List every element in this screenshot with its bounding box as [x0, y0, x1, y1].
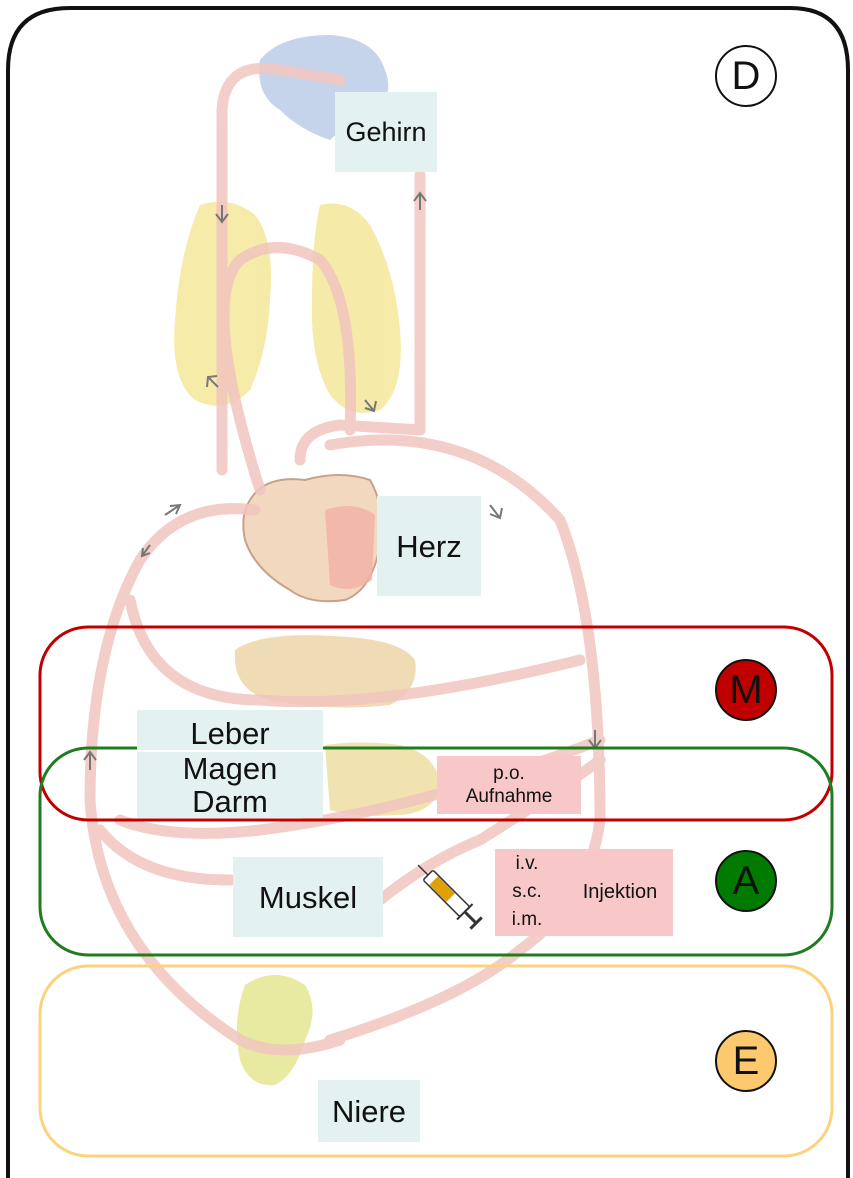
stomach-gut-label: Magen Darm — [137, 752, 323, 818]
elimination-phase-badge: E — [715, 1030, 777, 1092]
injection-type-iv: i.v. — [497, 851, 557, 877]
syringe-icon — [410, 857, 484, 931]
metabolism-phase-badge: M — [715, 659, 777, 721]
heart-illustration — [243, 475, 381, 601]
oral-intake-label: p.o. Aufnahme — [437, 756, 581, 814]
absorption-phase-badge: A — [715, 850, 777, 912]
distribution-phase-badge: D — [715, 45, 777, 107]
muscle-label: Muskel — [233, 857, 383, 937]
kidney-illustration — [237, 975, 313, 1085]
brain-label: Gehirn — [335, 92, 437, 172]
liver-label: Leber — [137, 710, 323, 750]
heart-label: Herz — [377, 496, 481, 596]
kidney-label: Niere — [318, 1080, 420, 1142]
injection-type-im: i.m. — [497, 907, 557, 933]
injection-type-sc: s.c. — [497, 879, 557, 905]
injection-label: Injektion — [570, 877, 670, 907]
